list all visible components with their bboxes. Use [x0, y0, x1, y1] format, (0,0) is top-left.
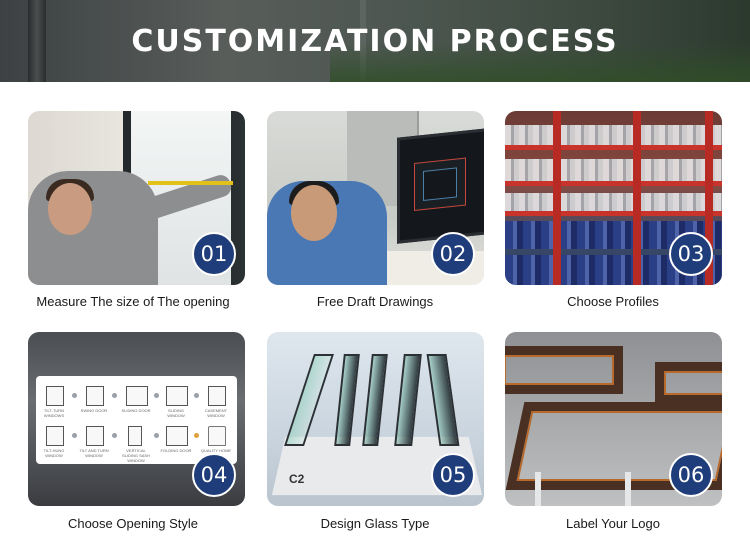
- rack-post: [553, 111, 561, 285]
- worker-figure: [28, 171, 158, 285]
- folding-door-icon: [166, 426, 188, 446]
- window-type-icon: [46, 426, 64, 446]
- banner-door-frame: [28, 0, 46, 82]
- separator-dot: [72, 393, 77, 398]
- glass-pane: [284, 354, 334, 446]
- style-label: SLIDING DOOR: [121, 408, 151, 413]
- glass-pane: [426, 354, 460, 446]
- window-type-icon: [86, 426, 104, 446]
- step-caption: Measure The size of The opening: [36, 294, 230, 309]
- rack-beam: [505, 181, 722, 186]
- style-label: SLIDING WINDOW: [167, 408, 185, 418]
- window-type-icon: [46, 386, 64, 406]
- glass-sample-logo: C2: [289, 472, 305, 486]
- header-banner: CUSTOMIZATION PROCESS: [0, 0, 750, 82]
- sash-window-icon: [128, 426, 142, 446]
- worker-head: [48, 183, 92, 235]
- designer-figure: [267, 181, 387, 285]
- style-label: QUALITY HOME: [200, 448, 232, 453]
- profile-stack: [505, 193, 722, 211]
- style-label: SWING DOOR: [80, 408, 108, 413]
- door-type-icon: [86, 386, 104, 406]
- style-label: CASEMENT WINDOW: [204, 408, 228, 418]
- style-label: TILT-TURN WINDOWS: [43, 408, 65, 418]
- glass-pane: [362, 354, 388, 446]
- cad-drawing: [414, 157, 466, 211]
- separator-dot: [112, 393, 117, 398]
- cad-monitor: [397, 128, 484, 244]
- separator-dot: [194, 433, 199, 438]
- page-title: CUSTOMIZATION PROCESS: [131, 24, 619, 59]
- step-caption: Choose Profiles: [567, 294, 659, 309]
- step-caption: Choose Opening Style: [67, 516, 199, 531]
- rack-beam: [505, 211, 722, 216]
- style-label: TILT AND TURN WINDOW: [79, 448, 109, 458]
- step-card-logo: 06: [505, 332, 722, 506]
- style-label: FOLDING DOOR: [160, 448, 192, 453]
- banner-light-stripe: [360, 0, 366, 82]
- casement-window-icon: [208, 386, 226, 406]
- sliding-door-icon: [126, 386, 148, 406]
- step-card-profiles: 03: [505, 111, 722, 285]
- window-frame: [505, 346, 623, 394]
- banner-garden: [330, 42, 750, 82]
- window-frame: [655, 362, 722, 404]
- house-icon: [208, 426, 226, 446]
- step-number-badge: 02: [431, 232, 475, 276]
- style-label: TILT-HUNG WINDOW: [43, 448, 65, 458]
- step-caption: Label Your Logo: [566, 516, 660, 531]
- separator-dot: [154, 433, 159, 438]
- step-card-glass: C2 05: [267, 332, 484, 506]
- step-number-badge: 06: [669, 453, 713, 497]
- step-card-drawings: 02: [267, 111, 484, 285]
- step-caption: Design Glass Type: [320, 516, 430, 531]
- step-card-opening-style: TILT-TURN WINDOWS SWING DOOR SLIDING DOO…: [28, 332, 245, 506]
- style-label: VERTICAL SLIDING SASH WINDOW: [121, 448, 150, 463]
- separator-dot: [72, 433, 77, 438]
- step-card-measure: 01: [28, 111, 245, 285]
- glass-pane: [394, 354, 422, 446]
- rack-post: [705, 111, 713, 285]
- sliding-window-icon: [166, 386, 188, 406]
- profile-stack: [505, 159, 722, 181]
- designer-head: [291, 185, 337, 241]
- separator-dot: [112, 433, 117, 438]
- measuring-tape: [148, 181, 233, 185]
- separator-dot: [154, 393, 159, 398]
- step-number-badge: 03: [669, 232, 713, 276]
- rack-beam: [505, 145, 722, 150]
- opening-style-chart: TILT-TURN WINDOWS SWING DOOR SLIDING DOO…: [36, 376, 237, 464]
- profile-stack: [505, 125, 722, 145]
- rack-post: [633, 111, 641, 285]
- step-number-badge: 01: [192, 232, 236, 276]
- glass-pane: [334, 354, 360, 446]
- frame-stand: [535, 472, 541, 506]
- frame-stand: [625, 472, 631, 506]
- step-caption: Free Draft Drawings: [316, 294, 434, 309]
- separator-dot: [194, 393, 199, 398]
- step-number-badge: 05: [431, 453, 475, 497]
- step-number-badge: 04: [192, 453, 236, 497]
